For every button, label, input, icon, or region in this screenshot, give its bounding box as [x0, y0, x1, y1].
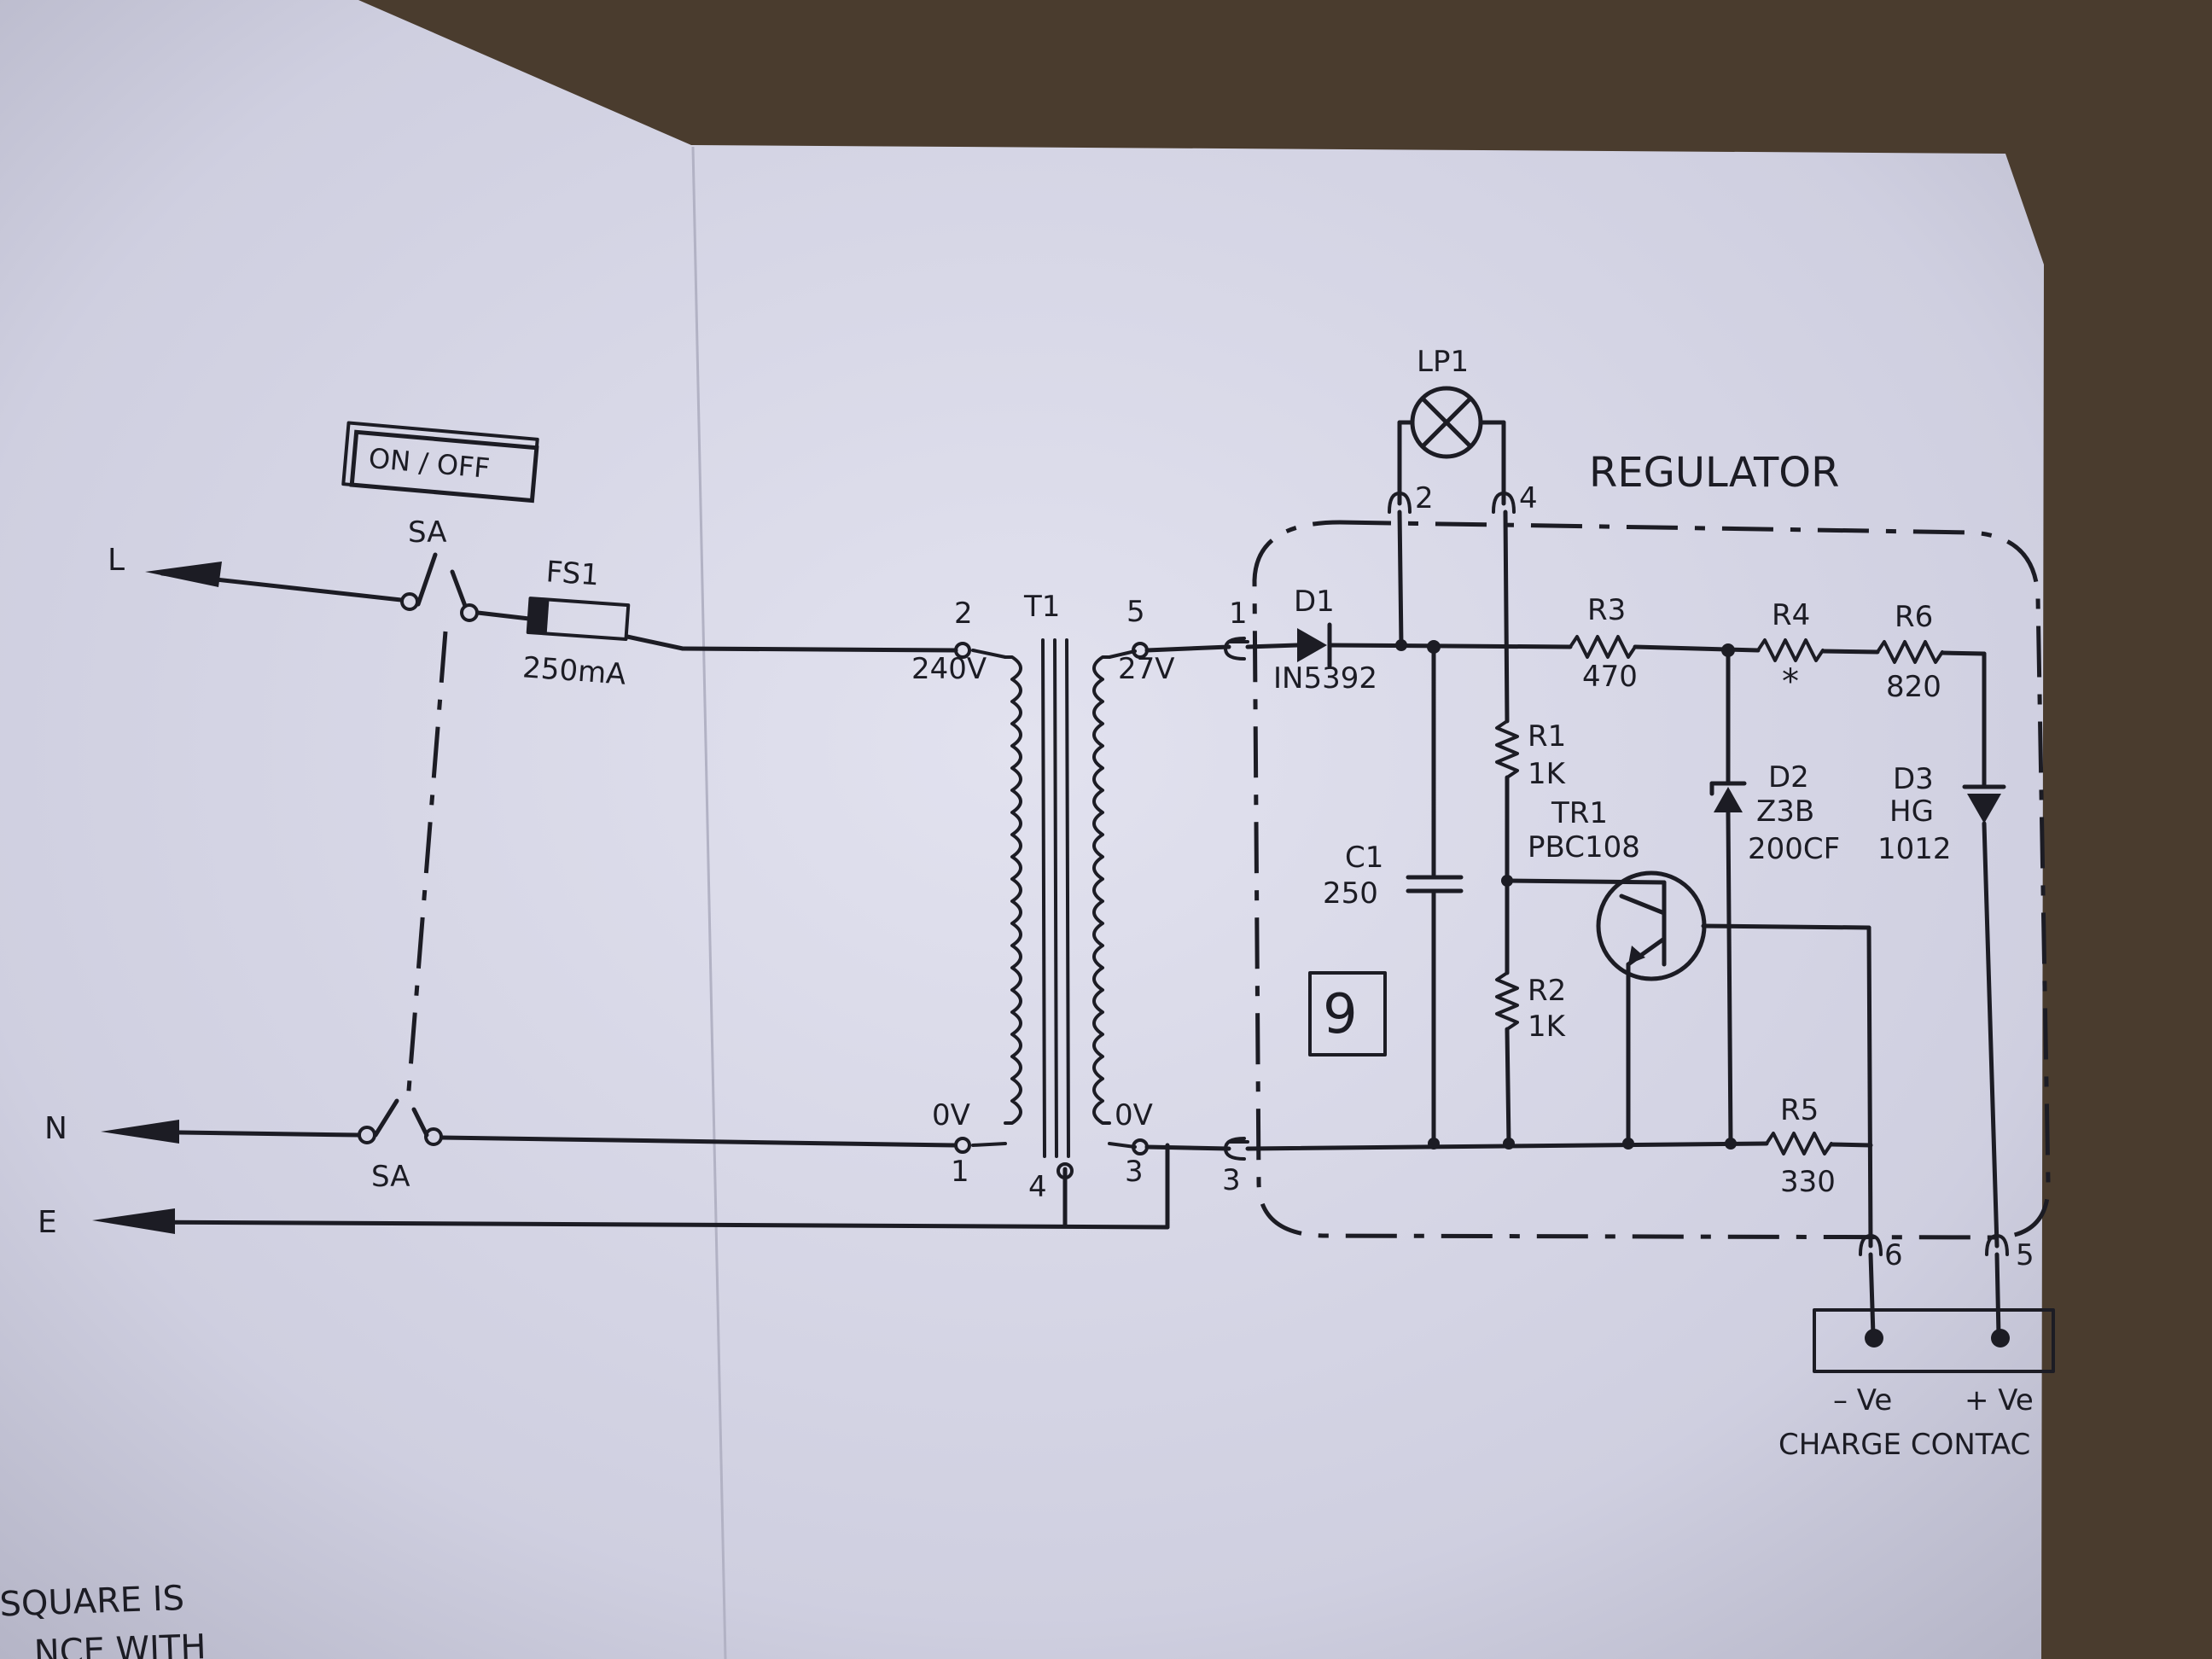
- r4-ref: R4: [1772, 598, 1810, 632]
- d1-value: IN5392: [1273, 661, 1377, 696]
- footer-line1: SQUARE IS: [0, 1579, 185, 1625]
- c1-ref: C1: [1345, 841, 1383, 875]
- neg-contact: [1865, 1329, 1883, 1348]
- fuse-ref: FS1: [544, 555, 600, 592]
- t1-pin1: 1: [951, 1155, 969, 1189]
- t1-secondary-voltage: 27V: [1118, 652, 1175, 686]
- earth-label: E: [38, 1205, 57, 1240]
- lamp-pin-b: 4: [1519, 481, 1538, 515]
- r6-value: 820: [1886, 670, 1941, 704]
- d1-ref: D1: [1294, 585, 1335, 619]
- t1-primary-voltage: 240V: [911, 652, 987, 686]
- tr1-value: PBC108: [1528, 830, 1640, 864]
- r6-ref: R6: [1895, 600, 1933, 634]
- t1-ref: T1: [1023, 590, 1060, 624]
- footer-line2: NCE WITH: [33, 1627, 207, 1659]
- t1-primary-0v: 0V: [932, 1098, 970, 1132]
- fuse-value: 250mA: [521, 650, 627, 691]
- regulator-outline: [1252, 520, 2051, 1240]
- primary-winding: [1004, 655, 1022, 1125]
- lamp-pin-a: 2: [1415, 481, 1434, 515]
- board-number-box: [1308, 971, 1387, 1057]
- t1-pin5: 5: [1126, 595, 1145, 629]
- pos-label: + Ve: [1965, 1383, 2034, 1417]
- r2-ref: R2: [1528, 974, 1566, 1008]
- paper-fold: [691, 146, 727, 1659]
- d3-ref: D3: [1893, 762, 1934, 796]
- r1-value: 1K: [1528, 757, 1567, 791]
- pos-contact: [1991, 1329, 2010, 1348]
- switch-bottom-label: SA: [371, 1160, 410, 1194]
- d3-value1: HG: [1889, 795, 1934, 829]
- neutral-label: N: [44, 1111, 67, 1146]
- t1-pin3: 3: [1125, 1155, 1144, 1189]
- r3-ref: R3: [1587, 593, 1626, 627]
- board-number: 9: [1323, 983, 1358, 1046]
- live-label: L: [108, 543, 125, 578]
- lamp-ref: LP1: [1417, 345, 1469, 379]
- c1-value: 250: [1323, 876, 1378, 911]
- regulator-title: REGULATOR: [1589, 449, 1839, 497]
- r4-mark: *: [1782, 662, 1799, 701]
- r5-value: 330: [1780, 1165, 1836, 1199]
- reg-pin1: 1: [1229, 597, 1248, 631]
- charge-contacts-title: CHARGE CONTAC: [1778, 1428, 2030, 1462]
- paper-sheet: [0, 0, 2044, 1659]
- r3-value: 470: [1582, 660, 1638, 694]
- d2-ref: D2: [1768, 760, 1809, 795]
- out-pin6: 6: [1884, 1238, 1903, 1272]
- t1-secondary-0v: 0V: [1115, 1098, 1153, 1132]
- secondary-winding: [1092, 655, 1111, 1125]
- d2-value2: 200CF: [1748, 832, 1840, 866]
- switch-top-label: SA: [408, 515, 446, 550]
- r2-value: 1K: [1528, 1010, 1567, 1044]
- charge-contacts-block: [1813, 1308, 2055, 1373]
- t1-pin4: 4: [1028, 1170, 1047, 1204]
- tr1-ref: TR1: [1551, 796, 1608, 830]
- r1-ref: R1: [1528, 719, 1566, 754]
- reg-pin3: 3: [1222, 1163, 1241, 1197]
- wiring: [92, 552, 1170, 1234]
- t1-pin2: 2: [954, 597, 973, 631]
- r5-ref: R5: [1780, 1093, 1819, 1127]
- regulator-circuit: [1245, 386, 2009, 1338]
- d2-value1: Z3B: [1756, 795, 1814, 829]
- out-pin5: 5: [2016, 1238, 2034, 1272]
- d3-value2: 1012: [1877, 832, 1952, 866]
- neg-label: – Ve: [1833, 1383, 1892, 1417]
